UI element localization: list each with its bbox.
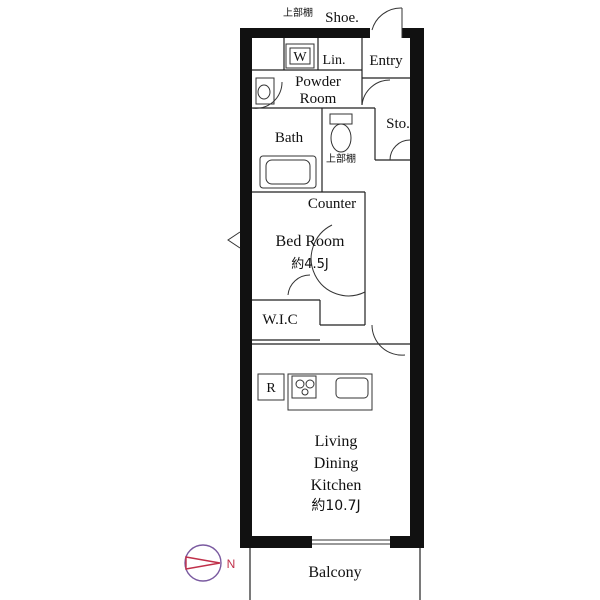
- washer-box: [285, 43, 315, 69]
- room-labels: 上部棚 W Lin. Shoe. Entry Powder Room Bath …: [262, 6, 410, 581]
- linen-label: Lin.: [323, 53, 346, 68]
- storage-door-swing: [389, 139, 411, 161]
- ldk-size-label: 約10.7J: [311, 498, 360, 514]
- bath-upper-shelf-label: 上部棚: [326, 152, 356, 165]
- powder-room-label-2: Room: [300, 91, 337, 107]
- powder-room-door: [251, 81, 283, 109]
- storage-label: Sto.: [386, 116, 410, 132]
- upper-shelf-label: 上部棚: [283, 6, 313, 19]
- south-wall-right: [390, 536, 424, 548]
- ldk-door-swing: [371, 324, 406, 356]
- compass-north-label: N: [227, 557, 236, 571]
- north-wall-left: [240, 28, 370, 38]
- bedroom-window: [227, 231, 241, 249]
- bathtub: [259, 155, 317, 189]
- toilet-tank: [329, 113, 353, 125]
- powder-room-label-1: Powder: [295, 74, 341, 90]
- ldk-label-1: Living: [315, 433, 358, 450]
- west-wall: [240, 28, 252, 548]
- compass-ring: [184, 544, 222, 582]
- stove: [291, 375, 317, 399]
- counter-label: Counter: [308, 196, 356, 212]
- bedroom-size-label: 約4.5J: [291, 257, 329, 272]
- bedroom-label: Bed Room: [276, 233, 345, 250]
- front-door-swing: [371, 7, 403, 31]
- refrigerator-box: [257, 373, 285, 401]
- washer-label: W: [293, 50, 307, 65]
- exterior-walls: [240, 28, 424, 548]
- compass: N: [184, 544, 236, 582]
- fixtures: [255, 43, 373, 411]
- kitchen-sink: [335, 377, 369, 399]
- east-wall: [410, 28, 424, 548]
- powder-door-swing: [361, 79, 391, 106]
- doors: [227, 7, 411, 545]
- wic-door-swing: [287, 274, 311, 296]
- bedroom-door-swing: [310, 224, 366, 297]
- balcony-label: Balcony: [308, 564, 361, 581]
- south-wall-left: [240, 536, 312, 548]
- wic-label: W.I.C: [262, 312, 297, 328]
- shoe-label: Shoe.: [325, 10, 359, 26]
- ldk-label-3: Kitchen: [311, 477, 362, 494]
- wash-basin: [255, 77, 275, 105]
- entry-label: Entry: [369, 53, 403, 69]
- kitchen-counter: [287, 373, 373, 411]
- refrigerator-label: R: [266, 381, 276, 396]
- interior-partitions: [249, 38, 421, 600]
- ldk-label-2: Dining: [314, 455, 358, 472]
- toilet-bowl: [330, 123, 352, 153]
- bath-label: Bath: [275, 130, 304, 146]
- compass-arrow-icon: [185, 556, 221, 570]
